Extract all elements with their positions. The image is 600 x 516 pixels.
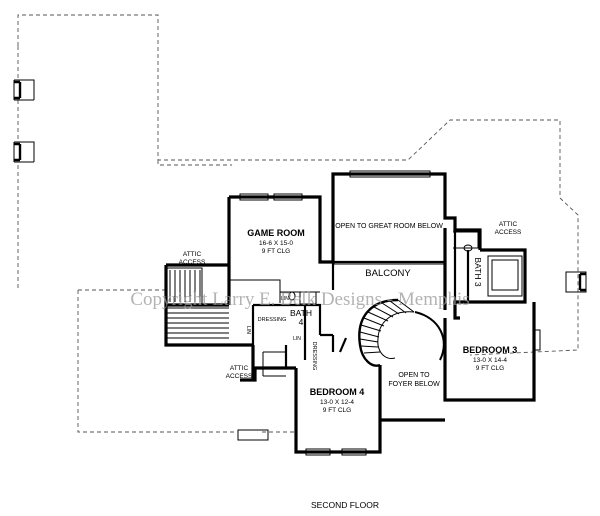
dressing-label: DRESSING — [311, 342, 317, 371]
game-room-clg: 9 FT CLG — [262, 248, 290, 255]
balcony-label: BALCONY — [365, 268, 411, 279]
bay-marker — [13, 79, 35, 101]
bath3-label: BATH 3 — [473, 257, 483, 286]
bedroom4-size: 13-0 X 12-4 — [320, 399, 354, 406]
bedroom3-size: 13-0 X 14-4 — [473, 357, 507, 364]
attic-access-label: ATTIC — [183, 251, 202, 258]
attic-access-label: ACCESS — [179, 259, 206, 266]
attic-access-label: ATTIC — [499, 221, 518, 228]
bay-marker — [13, 141, 35, 163]
bedroom3-label: BEDROOM 3 — [463, 345, 518, 355]
roof-outline — [17, 14, 579, 356]
room-labels: GAME ROOM 16-6 X 15-0 9 FT CLG OPEN TO G… — [179, 221, 522, 510]
interior-walls — [251, 230, 470, 368]
floor-caption: SECOND FLOOR — [311, 500, 379, 510]
window — [239, 170, 541, 456]
lin-label: LIN — [293, 336, 301, 342]
bedroom3-clg: 9 FT CLG — [476, 365, 504, 372]
bay-marker — [237, 429, 269, 441]
lin-label: LIN — [281, 296, 289, 302]
exterior-walls — [164, 172, 536, 454]
bath4-number: 4 — [299, 317, 304, 327]
attic-access-label: ACCESS — [495, 229, 522, 236]
bath4-label: BATH — [290, 308, 312, 318]
game-room-label: GAME ROOM — [247, 228, 305, 238]
bay-marker — [565, 271, 587, 293]
open-great-room-label: OPEN TO GREAT ROOM BELOW — [335, 223, 443, 230]
game-room-size: 16-6 X 15-0 — [259, 240, 293, 247]
attic-access-label: ACCESS — [226, 373, 253, 380]
bath-fixtures — [288, 244, 519, 305]
bay-marker — [14, 142, 22, 162]
copyright-watermark: Copyright Larry E. Belk Designs - Memphi… — [130, 289, 469, 310]
lin-label: LIN — [245, 326, 251, 334]
bay-marker — [14, 80, 22, 100]
dressing-label: DRESSING — [258, 317, 287, 323]
roof-outline-lower — [77, 289, 295, 433]
bedroom4-clg: 9 FT CLG — [323, 407, 351, 414]
bedroom4-label: BEDROOM 4 — [310, 387, 365, 397]
stair-curved — [358, 298, 445, 367]
bay-marker — [578, 272, 586, 292]
attic-access-label: ATTIC — [230, 365, 249, 372]
foyer-below-label: FOYER BELOW — [388, 381, 440, 388]
open-to-label: OPEN TO — [398, 372, 430, 379]
stair-left — [165, 267, 229, 339]
